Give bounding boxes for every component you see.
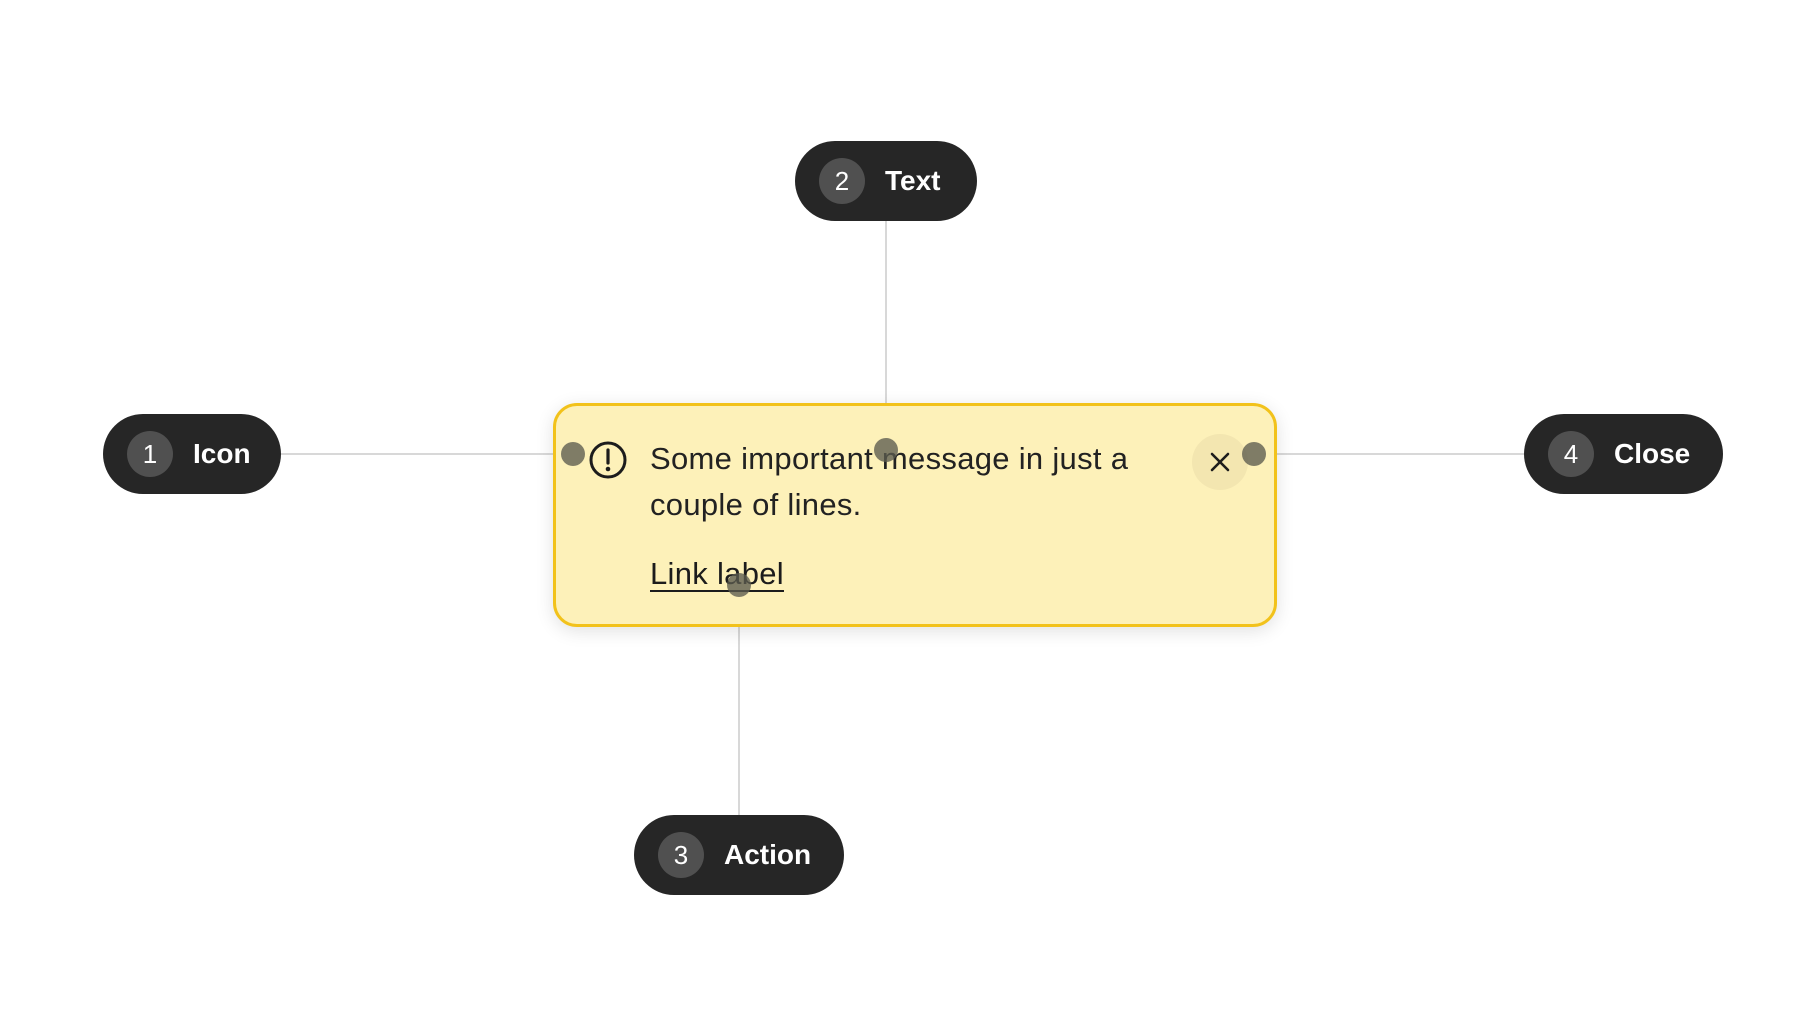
- annotation-label: Close: [1614, 438, 1691, 469]
- annotation-label: Icon: [193, 438, 251, 469]
- notification-banner: Some important message in just a couple …: [553, 403, 1277, 627]
- alert-circle-icon: [588, 440, 628, 480]
- annotation-number: 3: [658, 832, 704, 878]
- anchor-dot-action: [727, 573, 751, 597]
- annotation-pill-icon: 1 Icon: [103, 414, 281, 494]
- annotation-label: Action: [724, 839, 812, 870]
- banner-message: Some important message in just a couple …: [650, 441, 1129, 522]
- annotation-number: 1: [127, 431, 173, 477]
- anchor-dot-icon: [561, 442, 585, 466]
- close-button[interactable]: [1192, 434, 1248, 490]
- anchor-dot-close: [1242, 442, 1266, 466]
- annotation-number: 4: [1548, 431, 1594, 477]
- annotation-label: Text: [885, 165, 941, 196]
- banner-action-link[interactable]: Link label: [650, 556, 784, 591]
- annotation-pill-text: 2 Text: [795, 141, 977, 221]
- annotation-pill-action: 3 Action: [634, 815, 844, 895]
- anchor-dot-text: [874, 438, 898, 462]
- close-icon: [1208, 450, 1232, 474]
- annotation-number: 2: [819, 158, 865, 204]
- annotation-pill-close: 4 Close: [1524, 414, 1723, 494]
